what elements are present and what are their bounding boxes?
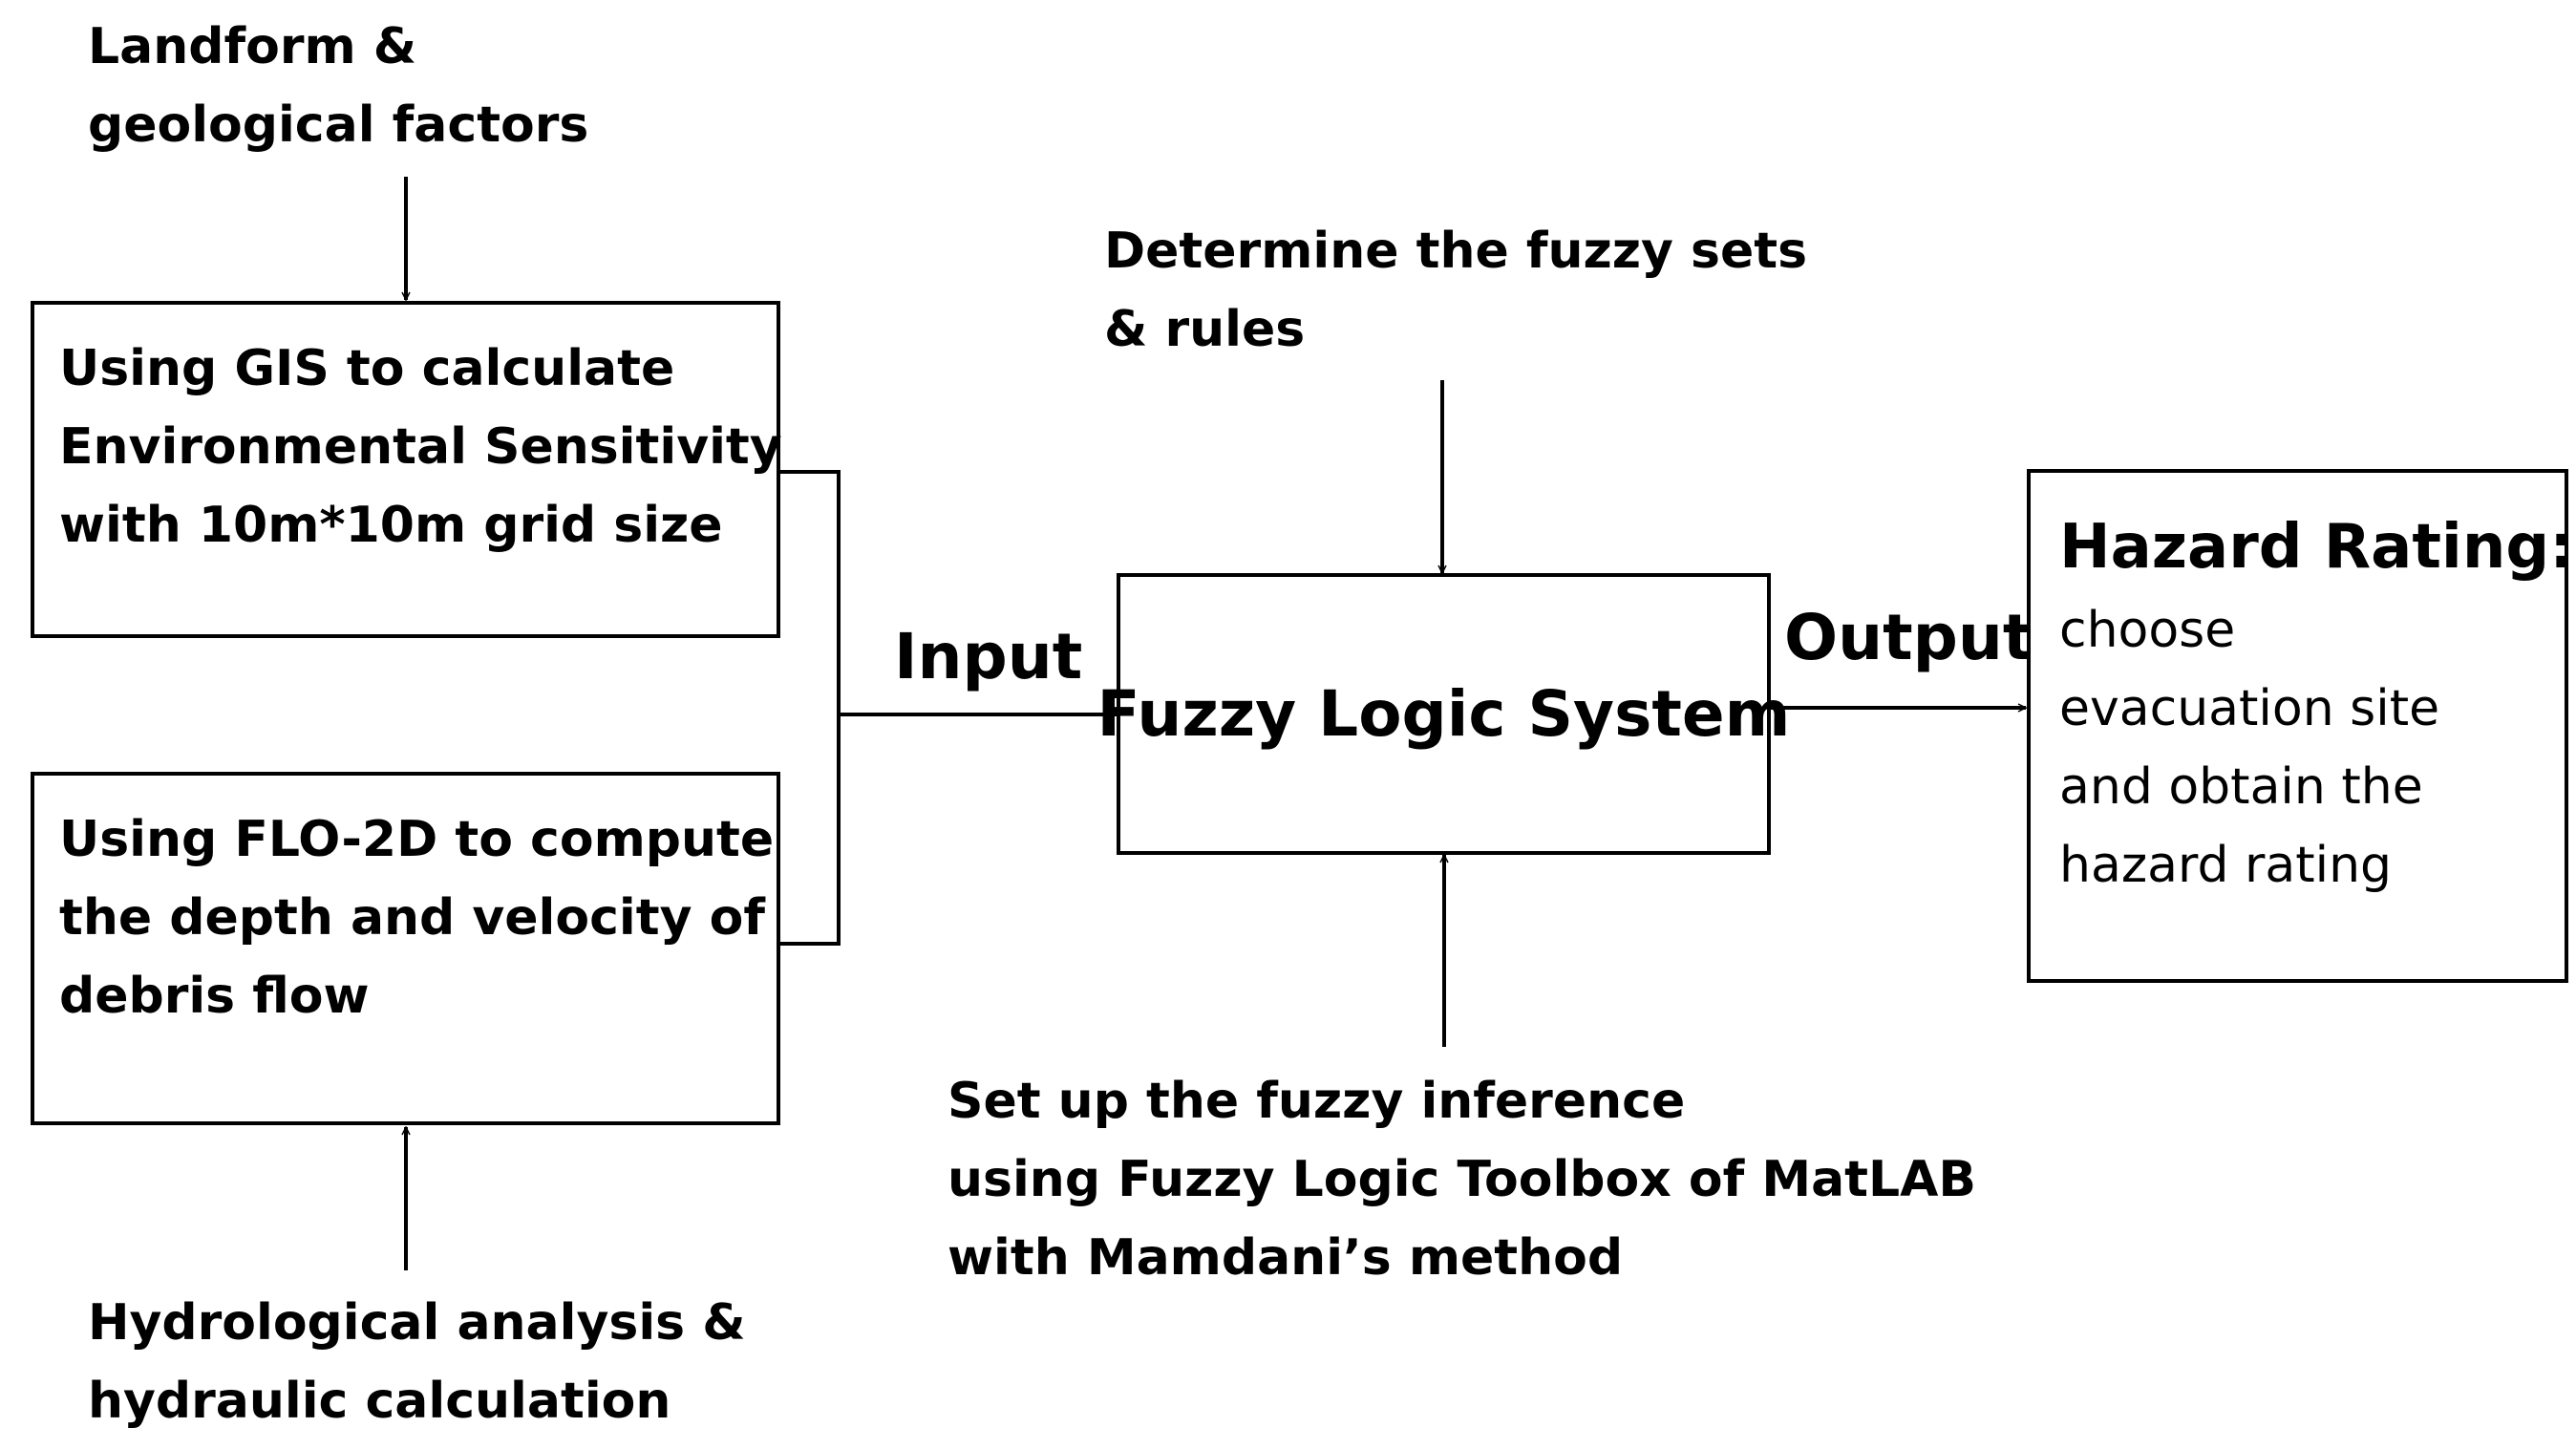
flo2d-box-text: Using FLO-2D to compute the depth and ve… <box>59 800 774 1035</box>
fuzzy-sets-line-2: & rules <box>1104 301 1306 358</box>
flo2d-line-3: debris flow <box>59 968 370 1025</box>
input-edge-label: Input <box>894 620 1083 693</box>
fuzzy-sets-line-1: Determine the fuzzy sets <box>1104 223 1808 280</box>
fuzzy-inference-setup-label: Set up the fuzzy inference using Fuzzy L… <box>947 1062 1976 1297</box>
flo2d-line-1: Using FLO-2D to compute <box>59 811 775 868</box>
inference-line-2: using Fuzzy Logic Toolbox of MatLAB <box>947 1151 1977 1208</box>
gis-box-text: Using GIS to calculate Environmental Sen… <box>59 330 782 565</box>
hazard-rating-description: choose evacuation site and obtain the ha… <box>2059 591 2439 905</box>
hydro-line-2: hydraulic calculation <box>88 1373 671 1430</box>
landform-line-1: Landform & <box>88 18 417 75</box>
hazard-rating-box: Hazard Rating: choose evacuation site an… <box>2027 469 2574 983</box>
connector-gis-to-junction <box>778 470 841 946</box>
hazard-line-4: hazard rating <box>2059 837 2393 894</box>
output-edge-label: Output <box>1784 601 2033 674</box>
hazard-line-1: choose <box>2059 602 2236 659</box>
gis-line-3: with 10m*10m grid size <box>59 497 723 554</box>
hazard-line-2: evacuation site <box>2059 680 2440 737</box>
gis-line-1: Using GIS to calculate <box>59 340 675 397</box>
fuzzy-logic-system-box: Fuzzy Logic System <box>1096 573 1791 855</box>
hydro-line-1: Hydrological analysis & <box>88 1294 746 1352</box>
hazard-rating-title: Hazard Rating: <box>2059 512 2574 583</box>
flo2d-debris-flow-box: Using FLO-2D to compute the depth and ve… <box>31 772 780 1125</box>
hazard-line-3: and obtain the <box>2059 758 2423 816</box>
flo2d-line-2: the depth and velocity of <box>59 889 765 947</box>
gis-line-2: Environmental Sensitivity <box>59 418 782 476</box>
inference-line-3: with Mamdani’s method <box>947 1229 1624 1287</box>
landform-factors-label: Landform & geological factors <box>88 8 588 164</box>
hydrological-analysis-label: Hydrological analysis & hydraulic calcul… <box>88 1284 746 1440</box>
inference-line-1: Set up the fuzzy inference <box>947 1073 1686 1130</box>
landform-line-2: geological factors <box>88 96 589 154</box>
fuzzy-logic-system-label: Fuzzy Logic System <box>1096 676 1791 751</box>
fuzzy-sets-rules-label: Determine the fuzzy sets & rules <box>1104 212 1807 369</box>
gis-environmental-sensitivity-box: Using GIS to calculate Environmental Sen… <box>31 301 782 638</box>
